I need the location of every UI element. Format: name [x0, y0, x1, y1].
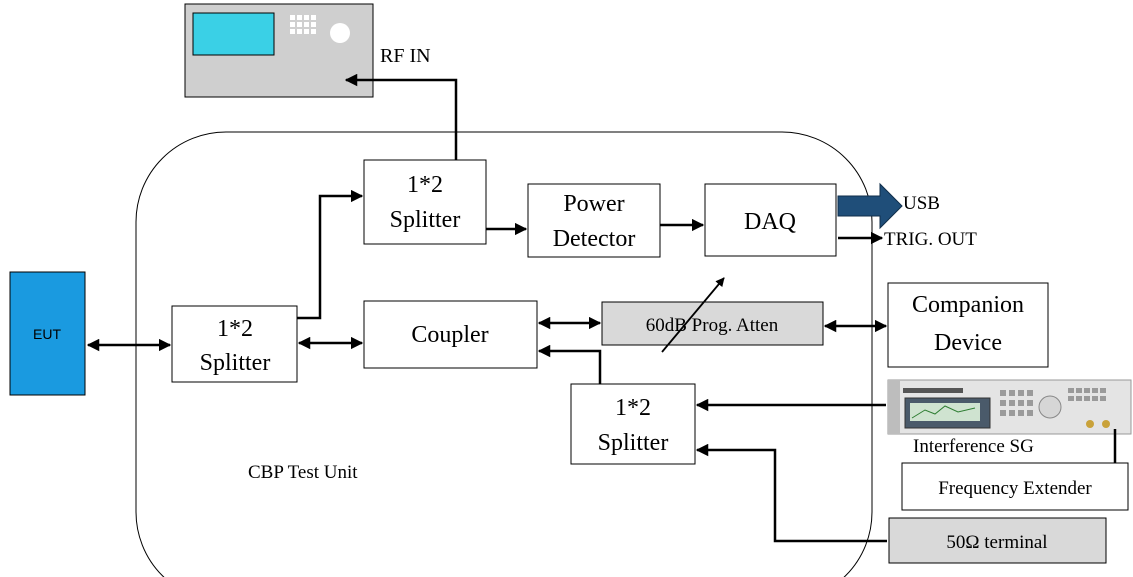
rf-in-label: RF IN: [380, 45, 431, 67]
terminal-box: [888, 517, 1107, 564]
wire-splitter-bottom-coupler: [537, 344, 602, 384]
spectrum-analyzer-icon: [184, 3, 374, 98]
daq-label: DAQ: [744, 209, 796, 235]
companion-line2: Device: [934, 330, 1002, 356]
power-detector-box: [527, 183, 661, 258]
splitter-left-line2: Splitter: [200, 350, 271, 376]
wire-terminal-splitter-bottom: [695, 443, 887, 543]
frequency-extender-box: [901, 462, 1129, 511]
signal-generator-icon: [887, 379, 1132, 435]
companion-line1: Companion: [912, 292, 1024, 318]
test-unit-label: CBP Test Unit: [248, 462, 358, 483]
interference-sg-label: Interference SG: [913, 436, 1034, 457]
companion-device-box: [887, 282, 1049, 368]
splitter-top-line1: 1*2: [407, 172, 443, 198]
splitter-top-box: [363, 159, 487, 245]
attenuator-label: 60dB Prog. Atten: [646, 315, 779, 336]
eut-box: [9, 271, 86, 396]
eut-label: EUT: [33, 326, 61, 342]
splitter-left-box: [171, 305, 298, 383]
splitter-left-line1: 1*2: [217, 316, 253, 342]
frequency-extender-label: Frequency Extender: [938, 478, 1092, 499]
daq-box: [704, 183, 837, 257]
wire-splitter-left-to-top: [297, 189, 364, 320]
coupler-label: Coupler: [411, 322, 488, 348]
usb-label: USB: [903, 193, 940, 214]
trig-out-label: TRIG. OUT: [884, 229, 977, 250]
splitter-bottom-line2: Splitter: [598, 430, 669, 456]
power-detector-line2: Detector: [553, 226, 636, 252]
splitter-bottom-box: [570, 383, 696, 465]
attenuator-control-arrow: [661, 277, 725, 353]
splitter-bottom-line1: 1*2: [615, 395, 651, 421]
splitter-top-line2: Splitter: [390, 207, 461, 233]
terminal-label: 50Ω terminal: [946, 532, 1047, 553]
attenuator-box: [601, 301, 824, 346]
usb-arrow-icon: [837, 182, 903, 230]
power-detector-line1: Power: [563, 191, 624, 217]
wire-splitter-top-rf-in: [344, 73, 458, 160]
test-unit-enclosure: [135, 131, 873, 577]
coupler-box: [363, 300, 538, 369]
